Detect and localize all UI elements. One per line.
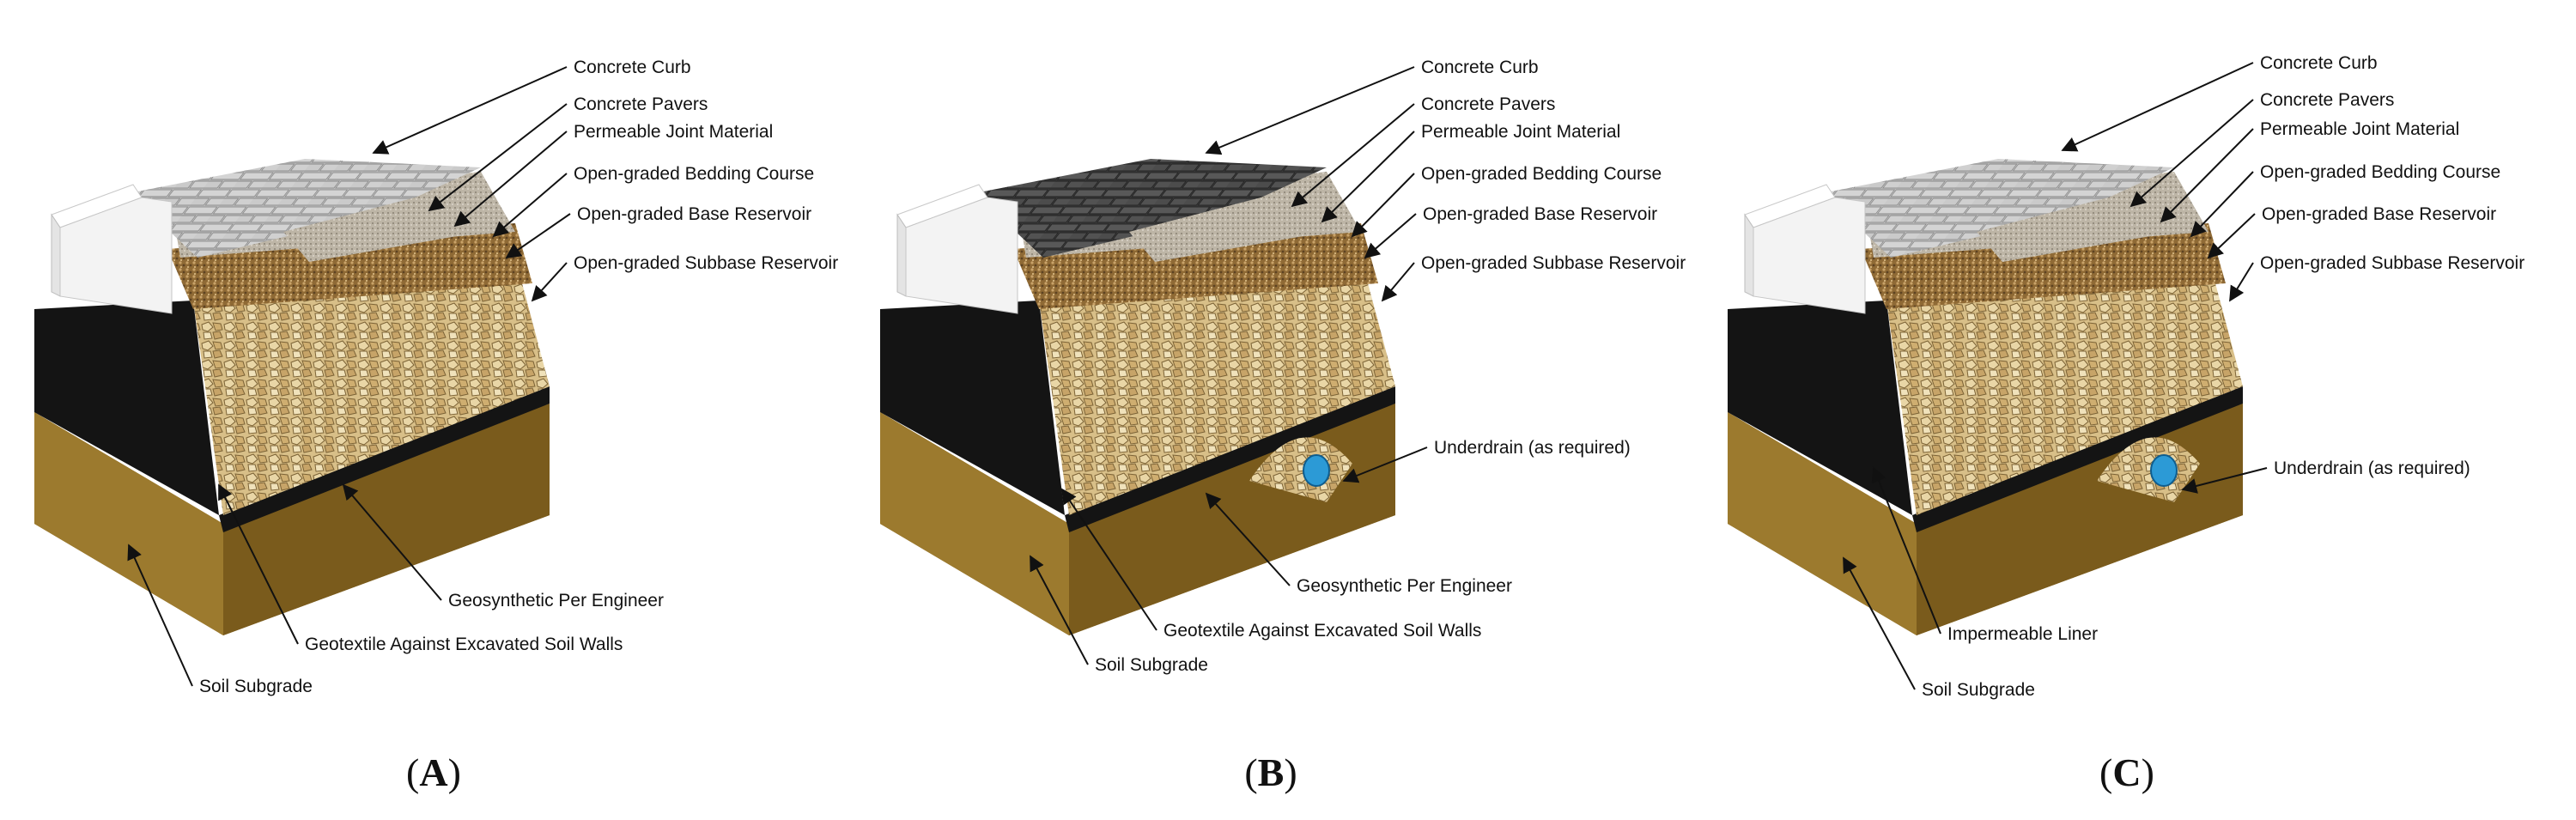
panel-caption: (C) — [2099, 750, 2154, 794]
soil-side-face — [223, 404, 550, 635]
subbase-gravel — [193, 258, 550, 515]
liner-wall — [1728, 301, 1912, 515]
concrete-curb — [905, 197, 1018, 314]
label-joint: Permeable Joint Material — [574, 122, 773, 142]
caption-paren-open: ( — [1244, 750, 1257, 794]
leader-curb — [2061, 62, 2254, 152]
panel-caption: (B) — [1244, 750, 1297, 794]
label-base: Open-graded Base Reservoir — [577, 204, 811, 224]
label-geosynthetic: Geosynthetic Per Engineer — [1297, 576, 1512, 596]
label-soil: Soil Subgrade — [1922, 680, 2035, 700]
label-joint: Permeable Joint Material — [1421, 122, 1620, 142]
caption-letter: A — [419, 750, 447, 794]
leader-bedding — [492, 173, 568, 238]
curb-end — [896, 213, 907, 297]
label-underdrain: Underdrain (as required) — [2274, 459, 2470, 478]
paver-surface — [1822, 159, 2174, 258]
leader-geotextile — [1060, 488, 1157, 631]
paver-surface — [975, 159, 1327, 258]
leader-liner — [1871, 466, 1941, 635]
curb-end — [1744, 213, 1754, 297]
liner-wall — [880, 301, 1065, 515]
leader-bedding — [2190, 171, 2254, 238]
caption-paren-close: ) — [448, 750, 461, 794]
liner-bottom-edge — [219, 386, 550, 532]
leader-base — [505, 213, 571, 259]
subbase-gravel — [1886, 258, 2243, 515]
label-subbase: Open-graded Subbase Reservoir — [574, 253, 838, 273]
curb-end — [51, 213, 61, 297]
leader-geosynthetic — [1205, 492, 1291, 586]
leader-curb — [372, 66, 568, 155]
label-geotextile: Geotextile Against Excavated Soil Walls — [305, 635, 623, 654]
joint-material-reveal — [283, 180, 507, 262]
leader-base — [1364, 213, 1417, 259]
caption-letter: C — [2112, 750, 2141, 794]
leader-joint — [1321, 131, 1415, 223]
label-bedding: Open-graded Bedding Course — [1421, 164, 1662, 184]
label-bedding: Open-graded Bedding Course — [574, 164, 814, 184]
leader-geosynthetic — [342, 483, 442, 601]
underdrain-pipe-icon — [1303, 454, 1330, 487]
leader-pavers — [428, 103, 568, 212]
leader-geotextile — [218, 483, 299, 645]
label-liner: Impermeable Liner — [1947, 624, 2098, 644]
leader-base — [2207, 213, 2256, 259]
label-underdrain: Underdrain (as required) — [1434, 438, 1631, 458]
paver-surface — [129, 159, 481, 258]
leader-soil — [127, 544, 193, 687]
panel-caption: (A) — [406, 750, 461, 794]
soil-front-face — [1728, 412, 1917, 635]
label-base: Open-graded Base Reservoir — [2262, 204, 2496, 224]
leader-subbase — [531, 262, 568, 302]
liner-bottom-edge — [1912, 386, 2243, 532]
leader-subbase — [1381, 262, 1415, 302]
label-base: Open-graded Base Reservoir — [1423, 204, 1657, 224]
underdrain-trench — [1249, 437, 1352, 502]
underdrain-pipe-icon — [2150, 454, 2178, 487]
concrete-curb — [59, 197, 173, 314]
leader-underdrain — [1342, 446, 1428, 483]
concrete-curb — [1753, 197, 1866, 314]
label-bedding: Open-graded Bedding Course — [2260, 162, 2500, 182]
leader-soil — [1843, 556, 1916, 690]
liner-bottom-edge — [1065, 386, 1395, 532]
label-soil: Soil Subgrade — [199, 677, 313, 696]
label-pavers: Concrete Pavers — [1421, 94, 1555, 114]
liner-wall — [34, 301, 219, 515]
leader-subbase — [2229, 262, 2254, 302]
label-subbase: Open-graded Subbase Reservoir — [1421, 253, 1686, 273]
leader-bedding — [1351, 173, 1415, 238]
label-soil: Soil Subgrade — [1095, 655, 1208, 675]
leader-underdrain — [2181, 467, 2268, 494]
label-curb: Concrete Curb — [1421, 58, 1539, 77]
leader-joint — [453, 131, 568, 228]
label-geosynthetic: Geosynthetic Per Engineer — [448, 591, 664, 610]
label-subbase: Open-graded Subbase Reservoir — [2260, 253, 2524, 273]
caption-letter: B — [1258, 750, 1285, 794]
caption-paren-open: ( — [406, 750, 419, 794]
label-curb: Concrete Curb — [574, 58, 691, 77]
soil-front-face — [880, 412, 1069, 635]
leader-pavers — [2129, 99, 2254, 208]
label-curb: Concrete Curb — [2260, 53, 2378, 73]
label-pavers: Concrete Pavers — [574, 94, 708, 114]
leader-soil — [1030, 555, 1089, 665]
caption-paren-close: ) — [2142, 750, 2154, 794]
caption-paren-open: ( — [2099, 750, 2112, 794]
leader-joint — [2160, 128, 2254, 223]
leader-pavers — [1291, 103, 1415, 208]
subbase-gravel — [1039, 258, 1395, 515]
label-pavers: Concrete Pavers — [2260, 90, 2394, 110]
soil-front-face — [34, 412, 223, 635]
caption-paren-close: ) — [1284, 750, 1297, 794]
underdrain-trench — [2097, 437, 2200, 502]
leader-curb — [1205, 66, 1415, 155]
label-joint: Permeable Joint Material — [2260, 119, 2459, 139]
label-geotextile: Geotextile Against Excavated Soil Walls — [1163, 621, 1481, 641]
